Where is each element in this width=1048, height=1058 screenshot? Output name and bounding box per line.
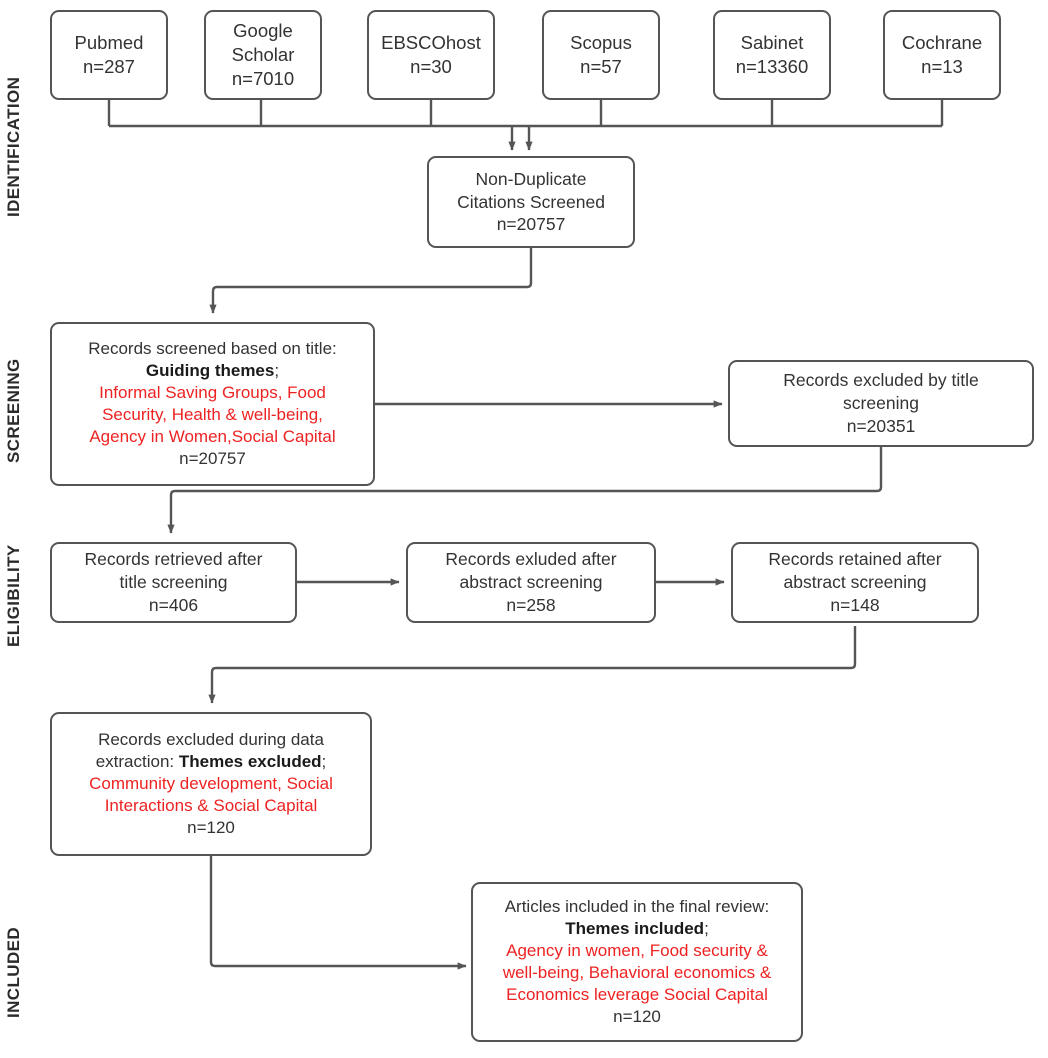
- source-count: n=7010: [231, 68, 295, 90]
- node-count: n=258: [506, 594, 556, 615]
- node-count: n=120: [187, 818, 235, 838]
- source-name: EBSCOhost: [381, 31, 481, 53]
- wire-retained-to-extraction: [208, 626, 857, 704]
- source-box-pubmed[interactable]: Pubmed n=287: [50, 10, 168, 100]
- source-count: n=287: [83, 56, 135, 77]
- node-records-excluded-extraction[interactable]: Records excluded during data extraction:…: [50, 712, 372, 856]
- node-theme-line-1: Community development, Social: [89, 773, 333, 793]
- node-line-2: abstract screening: [783, 572, 927, 593]
- node-records-screened-title[interactable]: Records screened based on title: Guiding…: [50, 322, 375, 486]
- node-themes-heading: Guiding themes;: [58, 360, 367, 382]
- node-themes-heading: Themes included;: [479, 918, 795, 940]
- source-box-google-scholar[interactable]: Google Scholar n=7010: [204, 10, 322, 100]
- node-line-1: Non-Duplicate: [475, 168, 587, 189]
- node-line-1: Records exluded after: [445, 549, 617, 570]
- themes-label: Guiding themes: [145, 360, 275, 380]
- node-count: n=20757: [179, 449, 246, 469]
- semicolon: ;: [274, 360, 280, 380]
- source-count: n=57: [580, 56, 622, 77]
- source-count: n=13360: [735, 56, 809, 77]
- node-records-retained-abstract[interactable]: Records retained after abstract screenin…: [731, 542, 979, 623]
- node-non-duplicate-citations[interactable]: Non-Duplicate Citations Screened n=20757: [427, 156, 635, 248]
- wire-extraction-to-final: [209, 856, 467, 970]
- node-line-1: Records screened based on title:: [88, 338, 337, 358]
- node-records-excluded-title[interactable]: Records excluded by title screening n=20…: [728, 360, 1034, 447]
- line-prefix: extraction:: [95, 751, 179, 771]
- source-name-line1: Google: [233, 19, 293, 41]
- node-records-retrieved-title[interactable]: Records retrieved after title screening …: [50, 542, 297, 623]
- node-line-1: Records retrieved after: [84, 549, 263, 570]
- stage-label-screening: SCREENING: [4, 358, 23, 464]
- source-count: n=30: [410, 56, 452, 77]
- source-name: Scopus: [570, 31, 632, 53]
- node-theme-line-2: well-being, Behavioral economics &: [502, 963, 772, 982]
- node-count: n=20351: [846, 415, 916, 436]
- source-name: Pubmed: [74, 31, 144, 53]
- source-name-line2: Scholar: [231, 43, 295, 65]
- source-box-scopus[interactable]: Scopus n=57: [542, 10, 660, 100]
- node-count: n=120: [613, 1007, 661, 1027]
- stage-label-eligibility: ELIGIBILITY: [4, 544, 23, 648]
- source-name: Cochrane: [901, 31, 983, 53]
- node-theme-line-3: Economics leverage Social Capital: [506, 985, 768, 1005]
- stage-label-included: INCLUDED: [4, 926, 23, 1018]
- stage-label-identification: IDENTIFICATION: [4, 76, 23, 218]
- node-line-2: title screening: [119, 572, 228, 593]
- themes-label: Themes included: [565, 918, 705, 938]
- node-theme-line-1: Informal Saving Groups, Food: [99, 382, 326, 402]
- source-box-cochrane[interactable]: Cochrane n=13: [883, 10, 1001, 100]
- node-line-1: Records retained after: [768, 549, 942, 570]
- source-name: Sabinet: [740, 31, 804, 53]
- node-theme-line-2: Security, Health & well-being,: [102, 405, 323, 424]
- node-line-2: abstract screening: [459, 572, 603, 593]
- source-box-sabinet[interactable]: Sabinet n=13360: [713, 10, 831, 100]
- node-count: n=20757: [496, 214, 566, 235]
- node-theme-line-2: Interactions & Social Capital: [104, 796, 318, 816]
- themes-label: Themes excluded: [178, 751, 322, 771]
- node-count: n=148: [830, 594, 880, 615]
- semicolon: ;: [321, 751, 327, 771]
- node-theme-line-1: Agency in women, Food security &: [506, 940, 768, 960]
- node-count: n=406: [148, 594, 199, 615]
- node-theme-line-3: Agency in Women,Social Capital: [89, 427, 336, 447]
- source-count: n=13: [921, 56, 963, 77]
- node-line-2: screening: [843, 393, 919, 414]
- node-records-excluded-abstract[interactable]: Records exluded after abstract screening…: [406, 542, 656, 623]
- source-box-ebscohost[interactable]: EBSCOhost n=30: [367, 10, 495, 100]
- node-line-1: Records excluded by title: [783, 370, 979, 391]
- node-line-1: Records excluded during data: [98, 729, 324, 749]
- node-line-2: Citations Screened: [457, 191, 605, 212]
- wire-nonduplicate-to-title-screen: [209, 248, 533, 314]
- node-line-1: Articles included in the final review:: [504, 896, 770, 916]
- node-articles-included-final[interactable]: Articles included in the final review: T…: [471, 882, 803, 1042]
- semicolon: ;: [704, 918, 709, 938]
- node-themes-heading: extraction: Themes excluded;: [58, 751, 364, 773]
- wire-excluded-to-retrieved: [167, 447, 883, 534]
